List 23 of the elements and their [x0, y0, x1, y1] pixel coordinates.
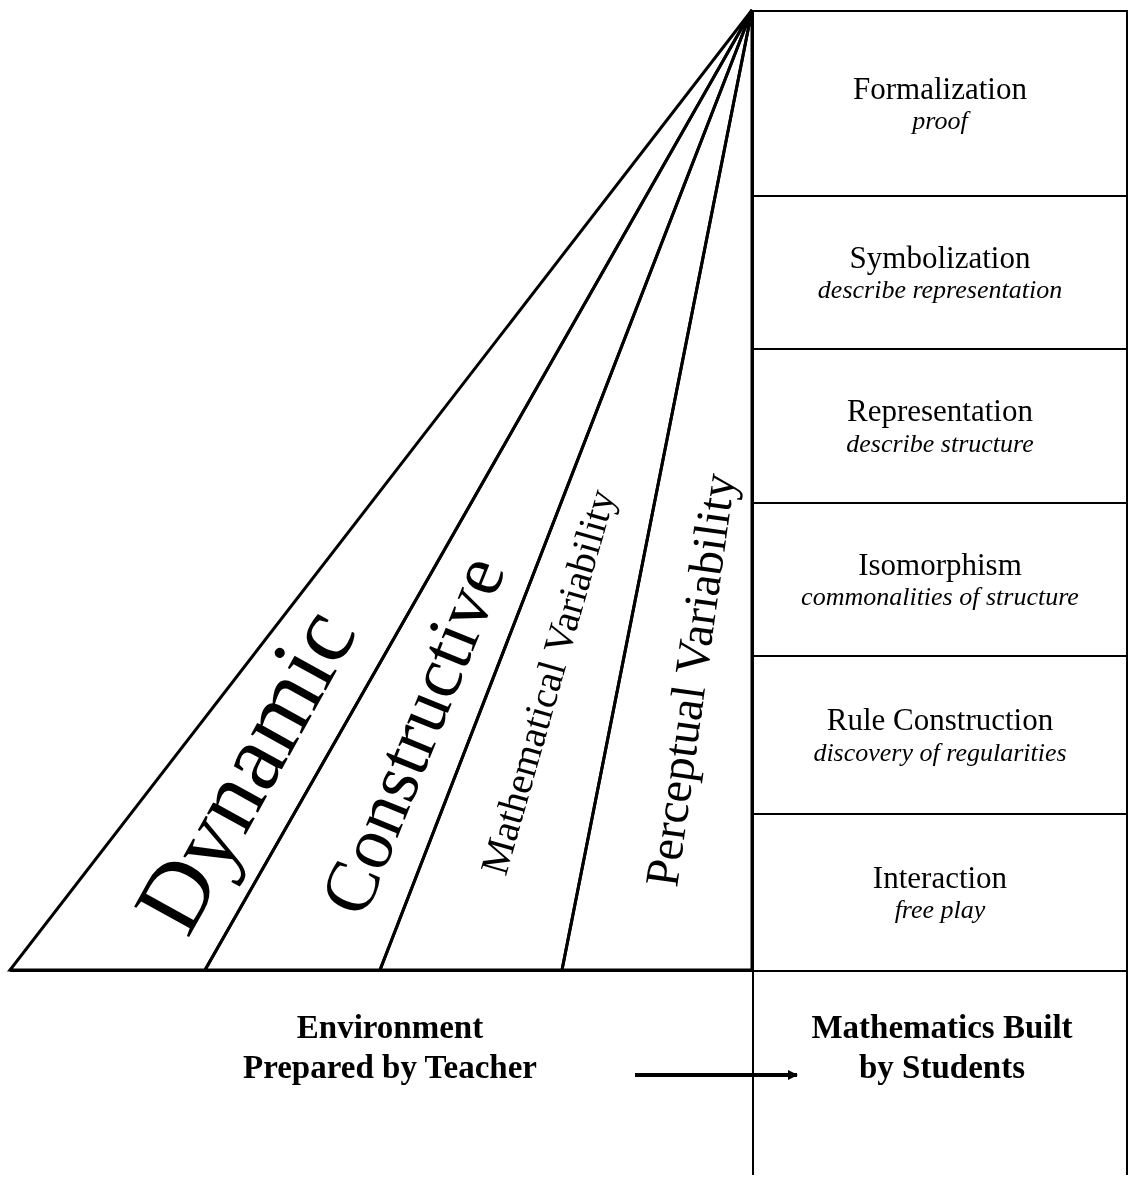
panel-label: Mathematics Built by Students [810, 1008, 1074, 1087]
level-box [752, 655, 1128, 815]
level-title: Isomorphism [858, 546, 1022, 583]
level-box [752, 348, 1128, 504]
level-description: describe structure [846, 428, 1034, 459]
level-description: describe representation [817, 275, 1063, 306]
level-title: Rule Construction [826, 702, 1054, 738]
level-description: commonalities of structure [801, 582, 1079, 613]
level-title: Representation [847, 393, 1033, 429]
level-box [752, 502, 1128, 657]
arrow [635, 1070, 798, 1080]
level-title: Interaction [872, 859, 1008, 896]
band-label: Perceptual Variability [637, 470, 743, 890]
level-box [752, 813, 1128, 972]
level-title: Formalization [853, 70, 1027, 107]
panel [752, 970, 1128, 1175]
level-title: Symbolization [849, 239, 1031, 276]
level-box [752, 10, 1128, 197]
wedge-band [10, 10, 752, 970]
level-description: discovery of regularities [813, 737, 1067, 768]
panel-label: Environment Prepared by Teacher [242, 1008, 538, 1087]
level-description: free play [894, 895, 986, 926]
level-box [752, 195, 1128, 350]
